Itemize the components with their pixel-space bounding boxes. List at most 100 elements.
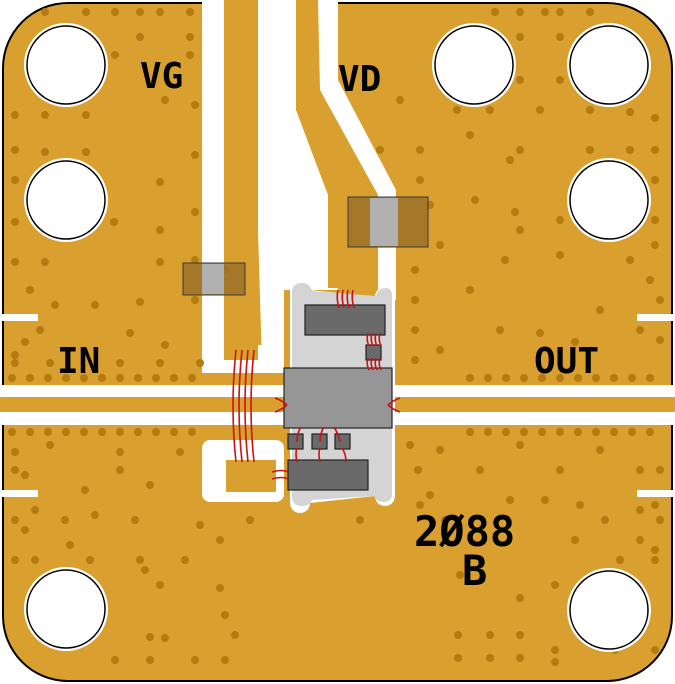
via — [41, 8, 49, 16]
via — [221, 611, 229, 619]
via — [651, 114, 659, 122]
via — [516, 8, 524, 16]
via — [188, 428, 196, 436]
via — [516, 594, 524, 602]
via — [21, 338, 29, 346]
via — [196, 359, 204, 367]
via — [26, 286, 34, 294]
via — [406, 441, 414, 449]
via — [556, 33, 564, 41]
via — [216, 536, 224, 544]
via — [41, 111, 49, 119]
gate-return-pad — [226, 460, 276, 492]
via — [538, 374, 546, 382]
via — [651, 546, 659, 554]
via — [586, 146, 594, 154]
via — [502, 428, 510, 436]
via — [651, 501, 659, 509]
via — [41, 148, 49, 156]
via — [636, 506, 644, 514]
via — [152, 428, 160, 436]
via — [11, 111, 19, 119]
via — [21, 526, 29, 534]
via — [110, 218, 118, 226]
via — [506, 496, 514, 504]
via — [520, 428, 528, 436]
via — [453, 106, 461, 114]
via — [161, 96, 169, 104]
via — [556, 76, 564, 84]
via — [44, 374, 52, 382]
via — [571, 338, 579, 346]
small-bypass-chip — [365, 344, 382, 361]
via — [156, 359, 164, 367]
hole-right-upper — [567, 158, 651, 242]
via — [416, 176, 424, 184]
via — [191, 101, 199, 109]
via — [11, 466, 19, 474]
via — [21, 471, 29, 479]
label-in: IN — [57, 341, 100, 382]
via — [116, 374, 124, 382]
via — [80, 374, 88, 382]
via — [538, 428, 546, 436]
via — [91, 511, 99, 519]
mounting-holes — [24, 23, 651, 652]
via-field — [8, 8, 664, 666]
via — [651, 216, 659, 224]
via — [116, 359, 124, 367]
vg-trace — [224, 0, 258, 360]
via — [576, 501, 584, 509]
via — [646, 276, 654, 284]
via — [11, 146, 19, 154]
via — [82, 8, 90, 16]
via — [170, 374, 178, 382]
via — [11, 556, 19, 564]
die-carrier — [283, 280, 395, 513]
via — [441, 516, 449, 524]
via — [551, 581, 559, 589]
via — [161, 634, 169, 642]
via — [216, 584, 224, 592]
via — [651, 241, 659, 249]
via — [454, 631, 462, 639]
via — [31, 556, 39, 564]
mmic-die — [283, 367, 393, 429]
via — [246, 516, 254, 524]
via — [411, 266, 419, 274]
via — [176, 448, 184, 456]
via — [98, 374, 106, 382]
via — [146, 633, 154, 641]
via — [152, 374, 160, 382]
via — [601, 516, 609, 524]
via — [456, 571, 464, 579]
via — [516, 631, 524, 639]
via — [191, 208, 199, 216]
via — [131, 516, 139, 524]
via — [8, 428, 16, 436]
via — [651, 176, 659, 184]
via — [41, 258, 49, 266]
via — [656, 466, 664, 474]
via — [136, 298, 144, 306]
via — [61, 516, 69, 524]
via — [628, 428, 636, 436]
via — [8, 374, 16, 382]
via — [501, 256, 509, 264]
via — [536, 329, 544, 337]
hole-top-left — [24, 23, 108, 107]
via — [116, 448, 124, 456]
via — [436, 241, 444, 249]
via — [454, 654, 462, 662]
bottom-bypass-chip — [287, 459, 369, 491]
via — [536, 106, 544, 114]
via — [181, 556, 189, 564]
via — [82, 111, 90, 119]
via — [81, 486, 89, 494]
via — [466, 374, 474, 382]
via — [82, 148, 90, 156]
label-revision: B — [462, 546, 487, 595]
via — [46, 359, 54, 367]
via — [111, 8, 119, 16]
via — [426, 491, 434, 499]
